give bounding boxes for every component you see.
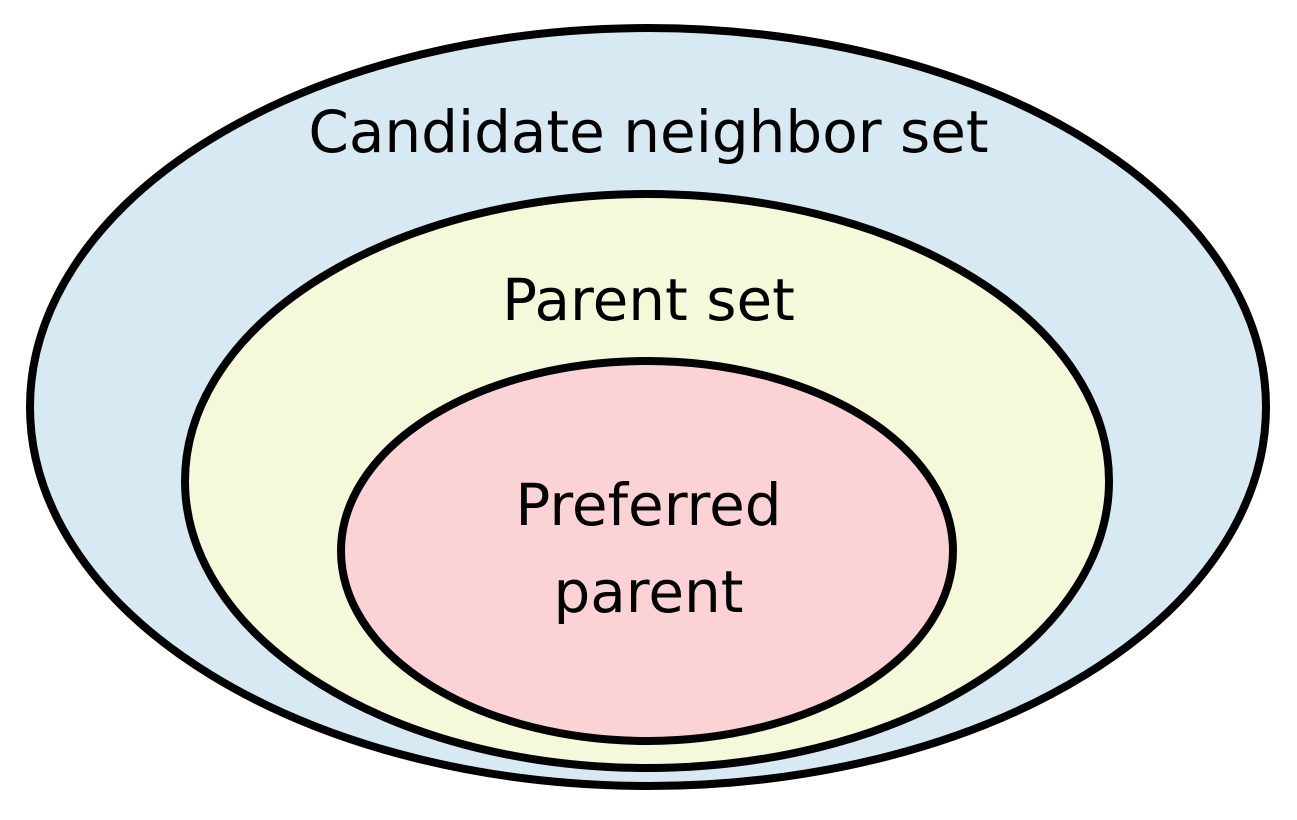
preferred-parent-ellipse: [337, 357, 957, 745]
candidate-neighbor-set-label: Candidate neighbor set: [308, 98, 989, 166]
parent-set-label: Parent set: [502, 266, 795, 334]
preferred-parent-label: Preferred parent: [515, 471, 782, 626]
